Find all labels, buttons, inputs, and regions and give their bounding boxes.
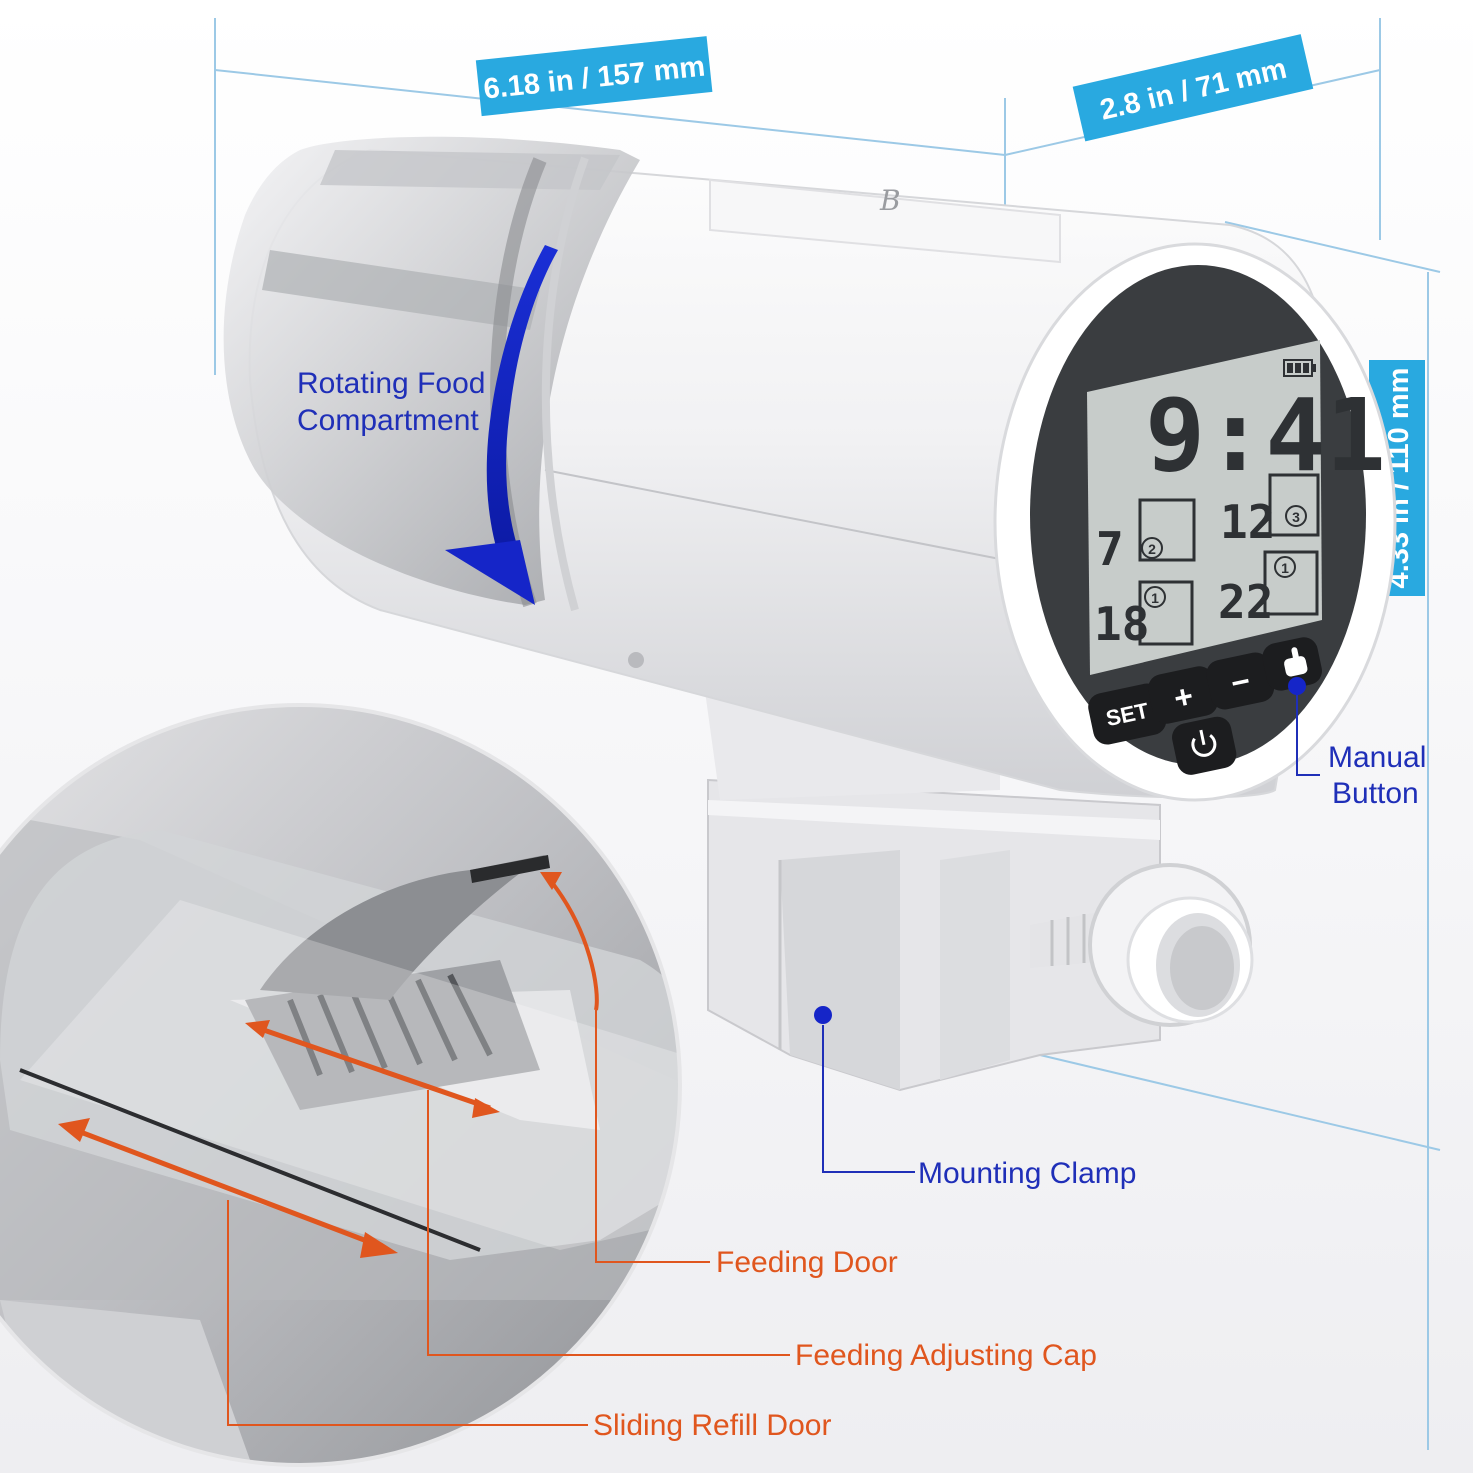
hand-pointer-icon <box>1284 647 1308 677</box>
callout-lines <box>227 677 1320 1426</box>
schedule-slot-1: 7 2 <box>1096 498 1196 576</box>
label-sliding-refill-door: Sliding Refill Door <box>593 1409 831 1442</box>
label-feeding-door: Feeding Door <box>716 1246 898 1279</box>
label-mounting-clamp: Mounting Clamp <box>918 1157 1136 1190</box>
label-feeding-adjusting-cap: Feeding Adjusting Cap <box>795 1339 1097 1372</box>
power-button[interactable] <box>1169 714 1239 777</box>
svg-text:7: 7 <box>1096 522 1124 576</box>
brand-logo: B <box>879 184 901 217</box>
svg-text:1: 1 <box>1151 590 1159 606</box>
label-rotating-line1: Rotating Food <box>297 367 485 400</box>
control-panel: 9:41 7 2 12 3 18 1 22 <box>993 242 1397 802</box>
svg-text:1: 1 <box>1281 560 1289 576</box>
lcd-screen: 9:41 7 2 12 3 18 1 22 <box>1087 340 1386 675</box>
schedule-slot-2: 12 3 <box>1220 473 1320 549</box>
feeding-adjusting-cap <box>245 960 540 1110</box>
set-button[interactable]: SET <box>1086 681 1169 747</box>
manual-feed-button[interactable] <box>1260 635 1325 694</box>
svg-text:3: 3 <box>1292 509 1300 525</box>
orange-arrows <box>58 872 599 1258</box>
mounting-clamp <box>707 778 1161 1092</box>
schedule-slot-4: 22 1 <box>1218 550 1319 629</box>
zoom-inset <box>0 703 682 1467</box>
schedule-slot-3: 18 1 <box>1094 580 1194 651</box>
label-rotating-line2: Compartment <box>297 404 479 437</box>
dimension-badge-length: 6.18 in / 157 mm <box>475 36 713 117</box>
callout-labels: Rotating Food Compartment Manual Button … <box>297 367 1426 1442</box>
label-manual-line1: Manual <box>1328 741 1426 774</box>
svg-text:2: 2 <box>1148 541 1156 557</box>
plus-button[interactable]: + <box>1146 664 1221 727</box>
label-manual-line2: Button <box>1332 777 1419 810</box>
dimension-badge-depth: 2.8 in / 71 mm <box>1072 34 1314 142</box>
rotation-arrow-icon <box>445 245 558 605</box>
lcd-time: 9:41 <box>1145 377 1386 494</box>
power-icon <box>1191 729 1217 757</box>
svg-text:12: 12 <box>1220 495 1275 549</box>
feeding-door <box>260 855 550 1000</box>
clamp-knob <box>1088 863 1254 1027</box>
minus-button[interactable]: − <box>1204 650 1277 712</box>
battery-icon <box>1283 359 1316 377</box>
